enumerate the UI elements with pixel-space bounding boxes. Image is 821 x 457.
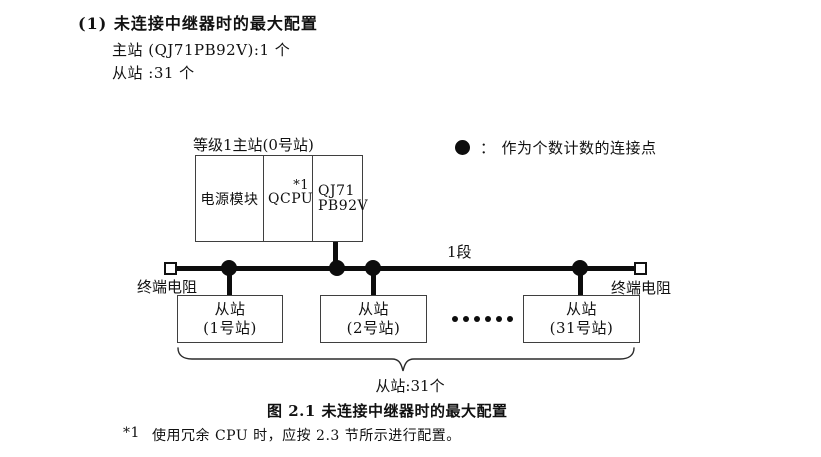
slave-box-31: 从站 (31号站) [523,295,640,343]
slave-box-1-line2: (1号站) [203,319,257,337]
connection-dot-master [329,260,345,276]
power-module-cell: 电源模块 [196,156,264,241]
section-heading: (1) 未连接中继器时的最大配置 [78,14,318,33]
master-spec-line: 主站 (QJ71PB92V):1 个 [112,41,291,59]
slave-box-1: 从站 (1号站) [177,295,283,343]
slave31-drop-line [578,269,583,295]
brace-label: 从站:31个 [375,377,445,395]
terminator-left-square [164,262,177,275]
terminator-right-square [634,262,647,275]
legend-text: 作为个数计数的连接点 [501,139,657,157]
terminator-left-label: 终端电阻 [137,278,198,296]
slave-box-2-line1: 从站 [357,300,389,318]
pb92v-line2: PB92V [318,197,369,214]
connection-dot-slave1 [221,260,237,276]
footnote-text: 使用冗余 CPU 时，应按 2.3 节所示进行配置。 [152,428,461,444]
master-drop-line [333,242,338,270]
slave-box-2-line2: (2号站) [346,319,401,337]
bus-line [177,266,635,271]
cpu-cell: QCPU *1 [264,156,313,241]
pb92v-cell: QJ71 PB92V [313,156,368,241]
footnote-ref: *1 [123,425,140,441]
cpu-note-ref: *1 [293,178,309,193]
slave-ellipsis-icon [452,316,513,322]
slave1-drop-line [227,269,232,295]
slave-spec-line: 从站 :31 个 [112,64,195,82]
slave-box-1-line1: 从站 [214,300,246,318]
slave2-drop-line [371,269,376,295]
master-station-label: 等级1主站(0号站) [193,136,314,154]
pb92v-line1: QJ71 [318,182,355,199]
master-station-box: 电源模块 QCPU *1 QJ71 PB92V [195,155,368,242]
connection-point-legend-dot-icon [455,140,470,155]
legend: ： 作为个数计数的连接点 [455,137,657,158]
figure-caption: 图 2.1 未连接中继器时的最大配置 [267,402,508,420]
slave-box-31-line1: 从站 [565,300,597,318]
terminator-right-label: 终端电阻 [611,279,672,297]
slave-count-brace [177,347,635,372]
slave-box-31-line2: (31号站) [549,319,614,337]
cpu-label: QCPU [268,190,314,207]
connection-dot-slave31 [572,260,588,276]
legend-colon: ： [480,139,496,157]
segment-label: 1段 [447,243,472,261]
slave-box-2: 从站 (2号站) [320,295,427,343]
connection-dot-slave2 [365,260,381,276]
